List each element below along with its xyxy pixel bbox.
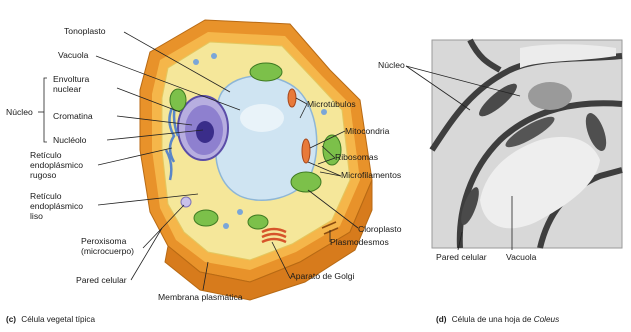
label-reticulo-rugoso-2: endoplásmico (30, 160, 83, 170)
micrograph-nucleus (528, 82, 572, 110)
label-peroxisoma-1: Peroxisoma (81, 236, 127, 246)
label-envoltura-2: nuclear (53, 84, 81, 94)
vesicle (321, 109, 327, 115)
peroxisome (181, 197, 191, 207)
label-cloroplasto: Cloroplasto (358, 224, 402, 234)
micrograph-coleus (432, 40, 622, 248)
chloroplast (291, 172, 321, 192)
vesicle (193, 59, 199, 65)
vesicle (237, 209, 243, 215)
label-microtubulos: Microtúbulos (307, 99, 356, 109)
vacuole-highlight (240, 104, 284, 132)
label-microfilamentos: Microfilamentos (341, 170, 401, 180)
mitochondrion (288, 89, 296, 107)
label-plasmodesmos: Plasmodesmos (330, 237, 389, 247)
vesicle (211, 53, 217, 59)
label-reticulo-rugoso-1: Retículo (30, 150, 62, 160)
label-reticulo-liso-1: Retículo (30, 191, 62, 201)
label-cromatina: Cromatina (53, 111, 93, 121)
chloroplast (194, 210, 218, 226)
label-membrana-plasmatica: Membrana plasmática (158, 292, 243, 302)
label-tonoplasto: Tonoplasto (64, 26, 106, 36)
caption-c-prefix: (c) (6, 315, 16, 324)
nucleolus (196, 121, 214, 143)
vesicle (223, 223, 229, 229)
chloroplast (248, 215, 268, 229)
label-reticulo-rugoso-3: rugoso (30, 170, 56, 180)
label-mitocondria: Mitocondria (345, 126, 390, 136)
caption-d-italic: Coleus (534, 315, 560, 324)
caption-d: (d) Célula de una hoja de Coleus (436, 315, 559, 324)
chloroplast (250, 63, 282, 81)
caption-d-text: Célula de una hoja de (452, 315, 534, 324)
label-vacuola: Vacuola (58, 50, 89, 60)
label-pared-celular: Pared celular (76, 275, 127, 285)
caption-c-text: Célula vegetal típica (21, 315, 95, 324)
label-nucleolo: Nucléolo (53, 135, 87, 145)
label-peroxisoma-2: (microcuerpo) (81, 246, 134, 256)
caption-d-prefix: (d) (436, 315, 447, 324)
label-reticulo-liso-2: endoplásmico (30, 201, 83, 211)
label-d-nucleo: Núcleo (378, 60, 405, 70)
label-aparato-golgi: Aparato de Golgi (290, 271, 355, 281)
label-reticulo-liso-3: liso (30, 211, 43, 221)
label-d-pared-celular: Pared celular (436, 252, 487, 262)
caption-c: (c) Célula vegetal típica (6, 315, 95, 324)
label-envoltura-1: Envoltura (53, 74, 90, 84)
label-d-vacuola: Vacuola (506, 252, 537, 262)
label-nucleo: Núcleo (6, 107, 33, 117)
mitochondrion (302, 139, 310, 163)
label-ribosomas: Ribosomas (335, 152, 378, 162)
chloroplast (170, 89, 186, 111)
